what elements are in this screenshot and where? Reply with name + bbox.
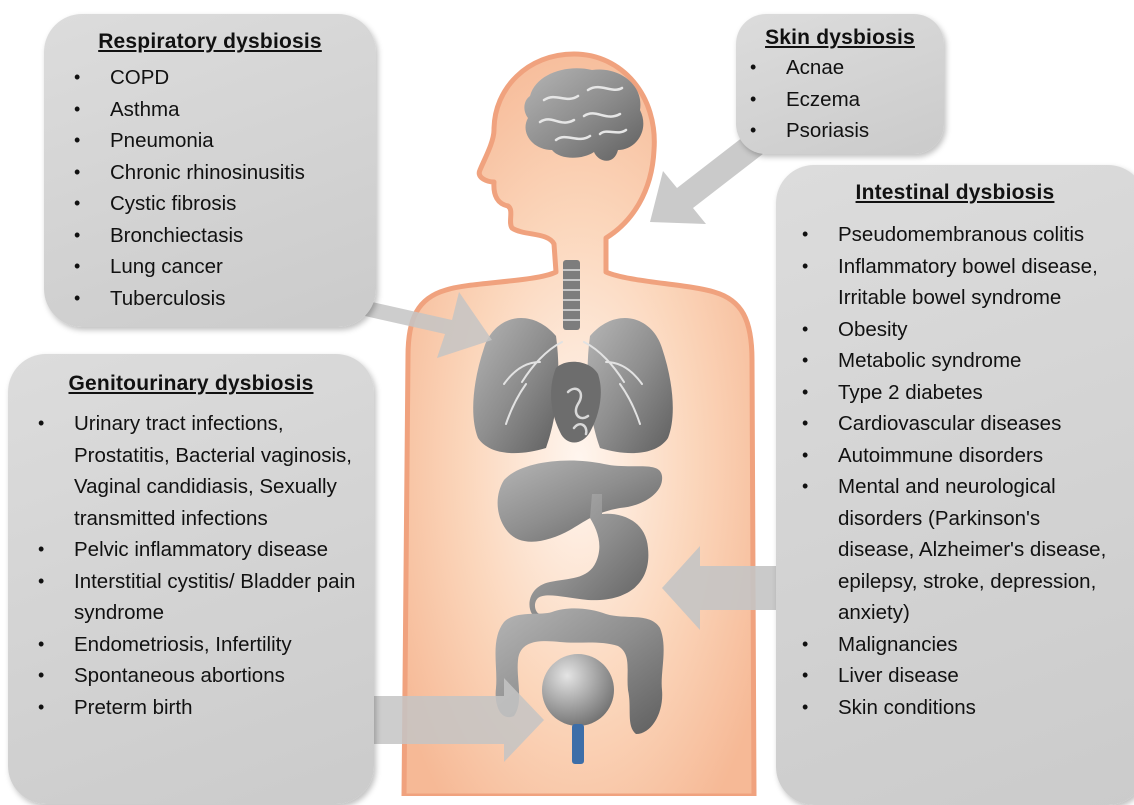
intestinal-dysbiosis-box: Intestinal dysbiosis Pseudomembranous co…: [776, 165, 1134, 805]
list-item: Mental and neurological disorders (Parki…: [792, 471, 1118, 629]
respiratory-dysbiosis-box: Respiratory dysbiosis COPD Asthma Pneumo…: [44, 14, 376, 327]
list-item: Pelvic inflammatory disease: [28, 534, 358, 566]
intestinal-title: Intestinal dysbiosis: [776, 165, 1134, 219]
list-item: Interstitial cystitis/ Bladder pain synd…: [28, 566, 358, 629]
list-item: Endometriosis, Infertility: [28, 629, 358, 661]
list-item: Liver disease: [792, 660, 1118, 692]
list-item: Pneumonia: [64, 125, 376, 157]
arrow-genitourinary: [374, 678, 544, 762]
genitourinary-dysbiosis-box: Genitourinary dysbiosis Urinary tract in…: [8, 354, 374, 804]
skin-dysbiosis-box: Skin dysbiosis Acnae Eczema Psoriasis: [736, 14, 944, 154]
list-item: Skin conditions: [792, 692, 1118, 724]
list-item: Acnae: [740, 52, 944, 84]
list-item: Asthma: [64, 94, 376, 126]
respiratory-list: COPD Asthma Pneumonia Chronic rhinosinus…: [44, 62, 376, 314]
list-item: Psoriasis: [740, 115, 944, 147]
list-item: Eczema: [740, 84, 944, 116]
list-item: Cystic fibrosis: [64, 188, 376, 220]
list-item: Spontaneous abortions: [28, 660, 358, 692]
list-item: Autoimmune disorders: [792, 440, 1118, 472]
list-item: Inflammatory bowel disease, Irritable bo…: [792, 251, 1118, 314]
list-item: Urinary tract infections, Prostatitis, B…: [28, 408, 358, 534]
list-item: Bronchiectasis: [64, 220, 376, 252]
list-item: Lung cancer: [64, 251, 376, 283]
list-item: Pseudomembranous colitis: [792, 219, 1118, 251]
list-item: Chronic rhinosinusitis: [64, 157, 376, 189]
genitourinary-title: Genitourinary dysbiosis: [8, 354, 374, 408]
list-item: Tuberculosis: [64, 283, 376, 315]
skin-title: Skin dysbiosis: [736, 14, 944, 52]
respiratory-title: Respiratory dysbiosis: [44, 14, 376, 62]
arrow-respiratory: [365, 292, 492, 358]
list-item: COPD: [64, 62, 376, 94]
intestinal-list: Pseudomembranous colitis Inflammatory bo…: [776, 219, 1134, 723]
arrow-intestinal: [662, 546, 780, 630]
list-item: Preterm birth: [28, 692, 358, 724]
list-item: Cardiovascular diseases: [792, 408, 1118, 440]
list-item: Malignancies: [792, 629, 1118, 661]
skin-list: Acnae Eczema Psoriasis: [736, 52, 944, 147]
list-item: Metabolic syndrome: [792, 345, 1118, 377]
list-item: Obesity: [792, 314, 1118, 346]
list-item: Type 2 diabetes: [792, 377, 1118, 409]
genitourinary-list: Urinary tract infections, Prostatitis, B…: [8, 408, 374, 723]
